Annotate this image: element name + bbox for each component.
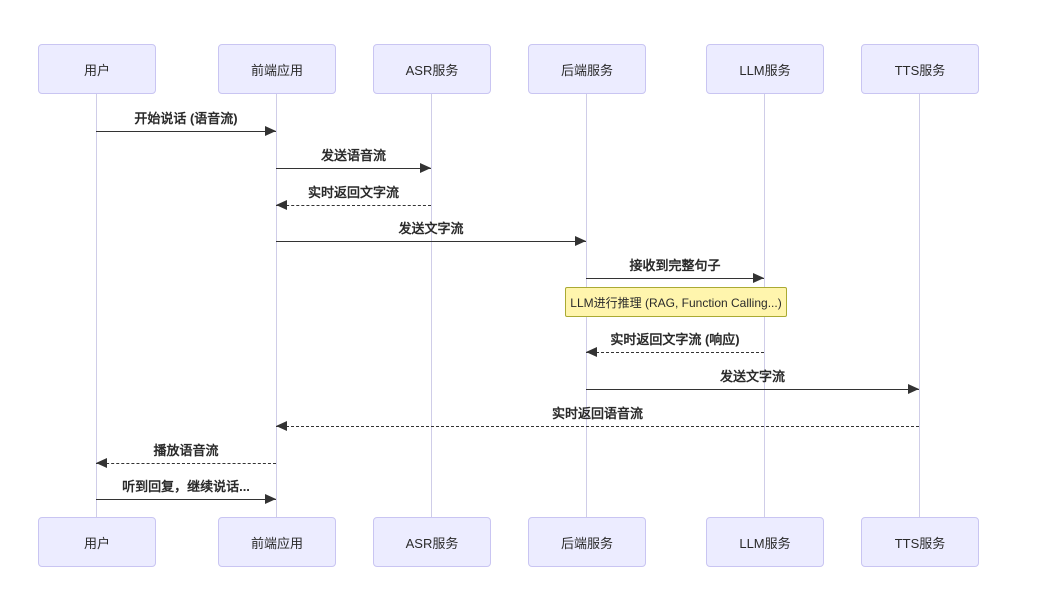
message-line [586, 352, 764, 353]
actor-label: 后端服务 [560, 62, 613, 78]
actor-llm-top: LLM服务 [706, 44, 824, 94]
arrowhead-left-icon [276, 421, 287, 431]
actor-label: ASR服务 [405, 535, 459, 551]
arrowhead-right-icon [575, 236, 586, 246]
message-return-audio-stream: 实时返回语音流 [276, 406, 919, 432]
message-label: 听到回复，继续说话... [122, 479, 250, 494]
arrowhead-left-icon [276, 200, 287, 210]
actor-label: 用户 [83, 62, 110, 78]
actor-label: TTS服务 [894, 535, 946, 551]
message-line [276, 168, 431, 169]
note-llm-inference: LLM进行推理 (RAG, Function Calling...) [565, 287, 787, 317]
message-label: 实时返回文字流 (响应) [610, 332, 740, 347]
actor-label: LLM服务 [739, 535, 791, 551]
message-send-text-stream-tts: 发送文字流 [586, 369, 919, 395]
message-receive-full-sentence: 接收到完整句子 [586, 258, 764, 284]
actor-frontend-bottom: 前端应用 [218, 517, 336, 567]
message-line [586, 278, 764, 279]
message-label: 发送文字流 [719, 369, 785, 384]
actor-user-top: 用户 [38, 44, 156, 94]
message-line [276, 241, 586, 242]
lifeline-tts [918, 92, 920, 517]
message-send-text-stream-backend: 发送文字流 [276, 221, 586, 247]
message-line [276, 426, 919, 427]
actor-asr-top: ASR服务 [373, 44, 491, 94]
message-return-text-stream: 实时返回文字流 [276, 185, 431, 211]
actor-user-bottom: 用户 [38, 517, 156, 567]
actor-label: 用户 [83, 535, 110, 551]
message-line [586, 389, 919, 390]
lifeline-frontend [275, 92, 277, 517]
actor-label: ASR服务 [405, 62, 459, 78]
actor-label: 前端应用 [250, 535, 303, 551]
actor-frontend-top: 前端应用 [218, 44, 336, 94]
actor-tts-bottom: TTS服务 [861, 517, 979, 567]
message-start-speaking: 开始说话 (语音流) [96, 111, 276, 137]
arrowhead-right-icon [265, 494, 276, 504]
actor-label: TTS服务 [894, 62, 946, 78]
message-label: 播放语音流 [153, 443, 219, 458]
lifeline-asr [430, 92, 432, 517]
message-hear-reply-continue: 听到回复，继续说话... [96, 479, 276, 505]
message-label: 接收到完整句子 [629, 258, 721, 273]
message-play-audio-stream: 播放语音流 [96, 443, 276, 469]
message-return-text-stream-response: 实时返回文字流 (响应) [586, 332, 764, 358]
note-label: LLM进行推理 (RAG, Function Calling...) [570, 295, 782, 310]
actor-backend-bottom: 后端服务 [528, 517, 646, 567]
arrowhead-right-icon [753, 273, 764, 283]
message-send-audio-stream: 发送语音流 [276, 148, 431, 174]
actor-label: LLM服务 [739, 62, 791, 78]
message-line [96, 499, 276, 500]
actor-asr-bottom: ASR服务 [373, 517, 491, 567]
message-label: 实时返回语音流 [551, 406, 643, 421]
arrowhead-left-icon [96, 458, 107, 468]
actor-label: 前端应用 [250, 62, 303, 78]
message-label: 开始说话 (语音流) [134, 111, 238, 126]
message-line [276, 205, 431, 206]
message-label: 实时返回文字流 [307, 185, 399, 200]
actor-label: 后端服务 [560, 535, 613, 551]
lifeline-user [95, 92, 97, 517]
message-line [96, 131, 276, 132]
actor-backend-top: 后端服务 [528, 44, 646, 94]
arrowhead-right-icon [265, 126, 276, 136]
actor-llm-bottom: LLM服务 [706, 517, 824, 567]
arrowhead-right-icon [420, 163, 431, 173]
message-line [96, 463, 276, 464]
arrowhead-left-icon [586, 347, 597, 357]
message-label: 发送语音流 [320, 148, 386, 163]
arrowhead-right-icon [908, 384, 919, 394]
message-label: 发送文字流 [398, 221, 464, 236]
actor-tts-top: TTS服务 [861, 44, 979, 94]
